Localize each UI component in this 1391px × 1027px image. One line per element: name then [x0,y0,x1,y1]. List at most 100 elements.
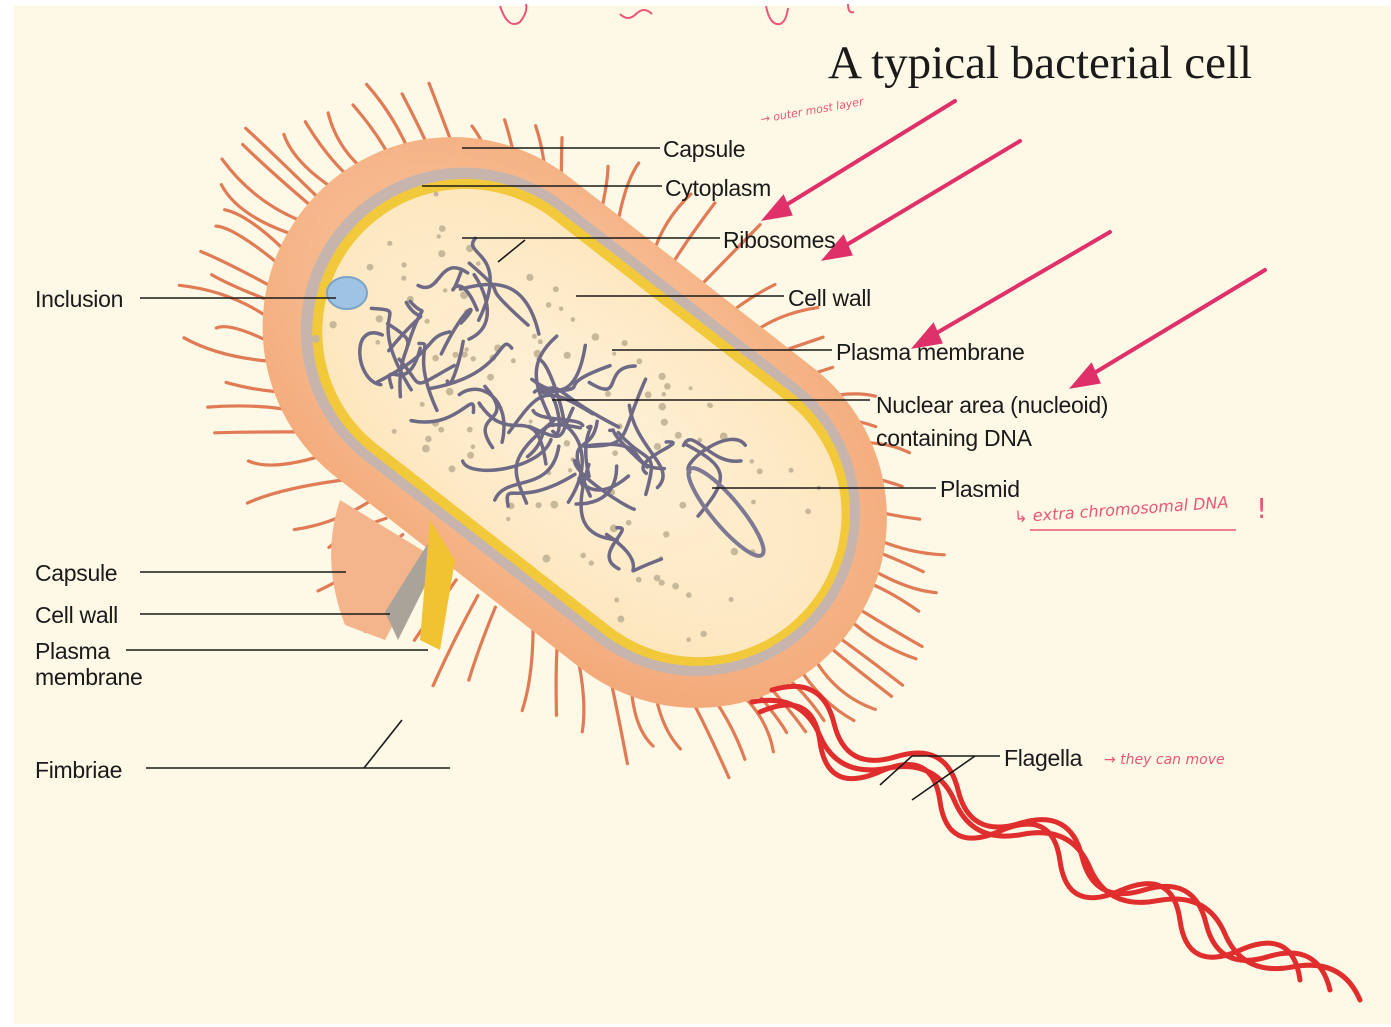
ribosome-dot [675,432,682,439]
ribosome-dot [645,391,652,398]
ribosome-dot [592,333,600,341]
ribosome-dot [401,276,406,281]
ribosome-dot [707,403,712,408]
note-flagella-can-move: → they can move [1104,752,1225,768]
ribosome-dot [476,261,481,266]
ribosome-dot [438,427,444,433]
label-ribosomes: Ribosomes [723,227,835,253]
label-fimbriae: Fimbriae [35,757,122,783]
ribosome-dot [550,501,558,509]
label-capsule-left: Capsule [35,560,117,586]
flagella-whips [752,686,1360,1000]
ribosome-dot [663,531,669,537]
ribosome-dot [487,374,494,381]
ribosome-dot [612,450,618,456]
ribosome-dot [542,555,550,563]
ribosome-dot [605,391,611,397]
ribosome-dot [432,355,439,362]
ribosome-dot [672,583,679,590]
ribosome-dot [659,580,665,586]
ribosome-dot [729,597,734,602]
ribosome-dot [376,315,383,322]
label-cell-wall-top: Cell wall [788,285,871,311]
fimbria [216,226,276,261]
ribosome-dot [614,598,619,603]
ribosome-dot [529,420,533,424]
label-plasma-membrane-left: Plasma membrane [35,638,165,691]
ribosome-dot [553,286,559,292]
ribosome-dot [446,388,454,396]
label-inclusion: Inclusion [35,286,123,312]
fimbria [246,128,320,199]
ribosome-dot [367,264,374,271]
ribosome-dot [536,502,542,508]
fimbria [201,252,272,287]
ribosome-dot [532,334,537,339]
ribosome-dot [329,321,336,328]
label-nucleoid-line2: containing DNA [876,425,1032,451]
ribosome-dot [564,352,571,359]
ribosome-dot [686,592,692,598]
ribosome-dot [422,445,430,453]
ribosome-dot [750,459,755,464]
ribosome-dot [626,520,632,526]
label-flagella: Flagella [1004,745,1082,771]
ribosome-dot [689,386,693,390]
ribosome-dot [467,427,473,433]
ribosome-dot [387,241,392,246]
ribosome-dot [559,307,564,312]
ribosome-dot [659,373,666,380]
ribosome-dot [679,502,686,509]
ribosome-dot [617,616,624,623]
ribosome-dot [526,274,533,281]
ribosome-dot [805,509,811,515]
ribosome-dot [506,517,510,521]
ribosome-dot [580,553,586,559]
ribosome-dot [425,319,430,324]
ribosome-dot [464,347,468,351]
label-plasmid: Plasmid [940,476,1020,502]
ribosome-dot [425,436,432,443]
note-plasmid-exclaim: ! [1256,492,1267,525]
ribosome-dot [438,250,445,257]
ribosome-dot [664,383,671,390]
fimbria [247,479,350,503]
label-capsule-top: Capsule [663,136,745,162]
ribosome-dot [401,262,406,267]
ribosome-dot [538,339,543,344]
ribosome-dot [467,452,474,459]
ribosome-dot [636,577,642,583]
label-nucleoid-line1: Nuclear area (nucleoid) [876,392,1108,418]
fimbria [179,285,273,321]
ribosome-dot [636,358,642,364]
ribosome-dot [420,402,425,407]
ribosome-dot [751,500,756,505]
ribosome-dot [700,631,706,637]
inclusion-body [327,277,367,309]
ribosome-dot [437,234,441,238]
ribosome-dot [443,288,447,292]
ribosome-dot [571,317,576,322]
ribosome-dot [731,548,738,555]
ribosome-dot [568,468,572,472]
fimbria [284,134,336,190]
ribosome-dot [654,575,661,582]
ribosome-dot [434,192,439,197]
ribosome-dot [564,440,570,446]
label-cell-wall-left: Cell wall [35,602,118,628]
ribosome-dot [511,358,516,363]
ribosome-dot [471,356,476,361]
label-cytoplasm: Cytoplasm [665,175,771,201]
fimbria [556,642,557,715]
ribosome-dot [661,419,668,426]
ribosome-dot [375,340,380,345]
ribosome-dot [589,560,594,565]
ribosome-dot [622,340,628,346]
fimbria [469,607,496,680]
ribosome-dot [659,403,667,411]
ribosome-dot [449,465,456,472]
fimbria [243,145,311,206]
ribosome-dot [452,352,458,358]
ribosome-dot [654,443,661,450]
ribosome-dot [789,468,794,473]
